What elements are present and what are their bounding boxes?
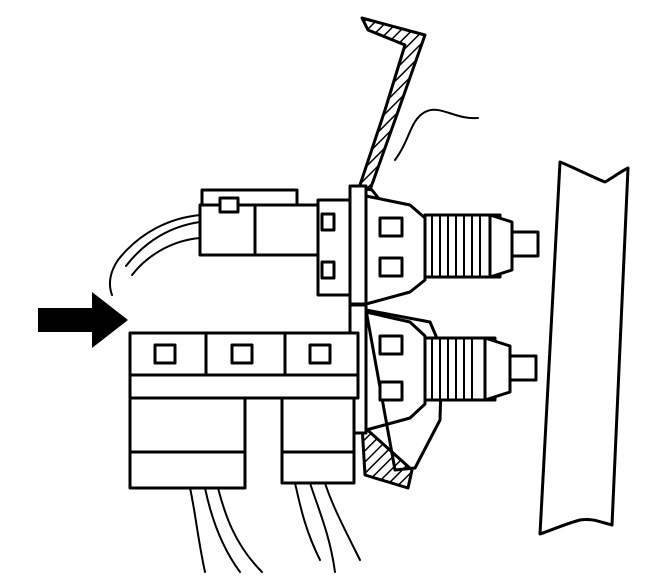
upper-switch <box>198 184 540 306</box>
pedal-arm <box>538 160 630 536</box>
hatched-bracket <box>358 16 427 490</box>
cable-top <box>394 108 479 161</box>
lower-switch <box>348 303 538 472</box>
lower-connector <box>128 331 360 490</box>
arrow-right-icon <box>38 292 128 348</box>
wires <box>109 214 361 573</box>
